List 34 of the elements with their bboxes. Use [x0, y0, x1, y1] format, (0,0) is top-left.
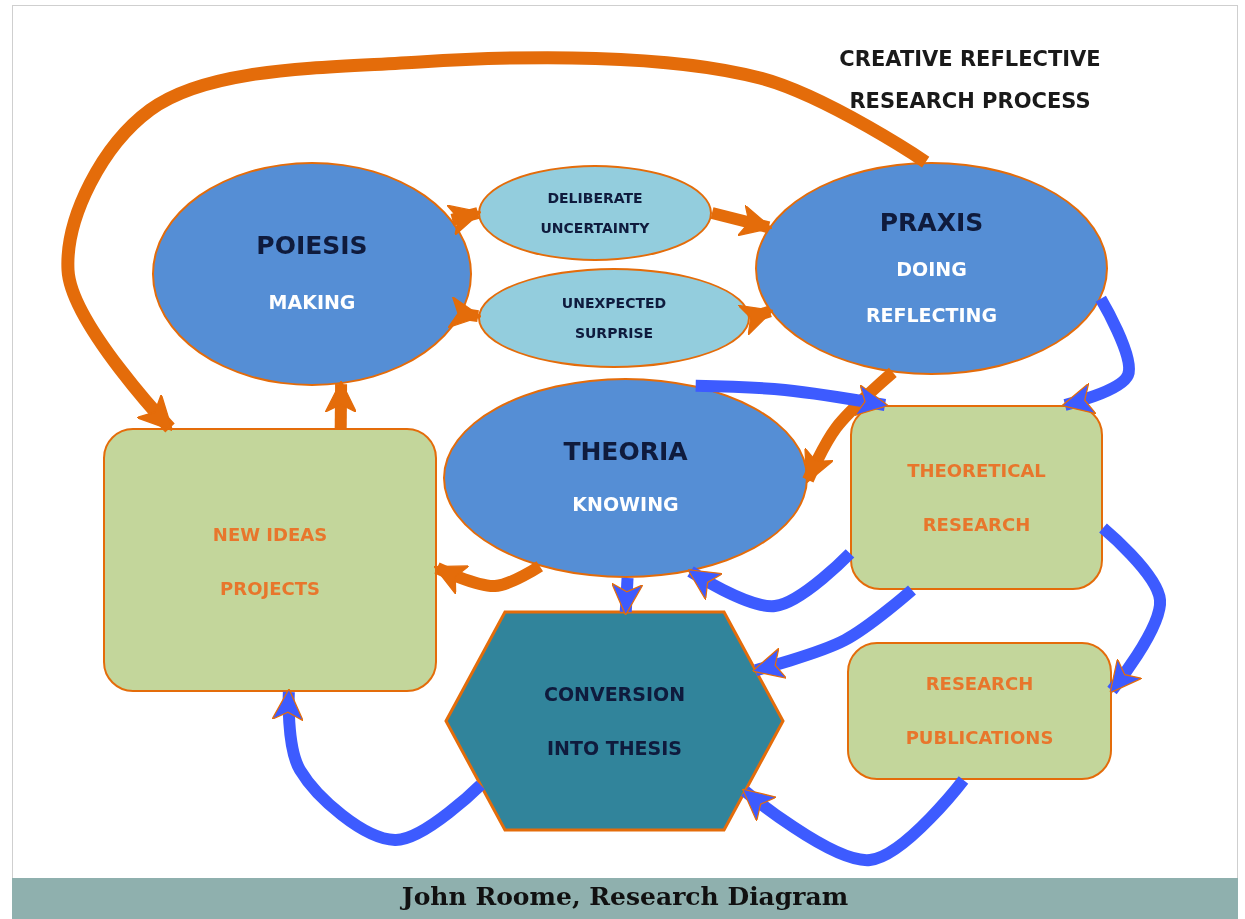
curved-arrow: [271, 688, 485, 846]
curved-arrow: [446, 204, 482, 236]
caption: John Roome, Research Diagram: [399, 882, 850, 911]
node-heading: PRAXIS: [879, 207, 984, 238]
curved-arrow: [447, 296, 482, 329]
node-heading: NEW IDEAS: [212, 523, 328, 547]
node-label: UNEXPECTED SURPRISE: [560, 294, 668, 343]
hexagon-node: [446, 612, 783, 830]
curved-arrow: [61, 51, 930, 433]
curved-arrow: [710, 204, 773, 237]
node-label: PROJECTS: [220, 577, 320, 601]
curved-arrow: [737, 304, 774, 336]
curved-arrow: [741, 776, 969, 866]
curved-arrow: [751, 585, 916, 679]
node-label: REFLECTING: [865, 302, 998, 328]
node-heading: POIESIS: [256, 231, 368, 261]
node-heading: THEORIA: [563, 437, 688, 467]
curved-arrow: [433, 561, 543, 595]
node-label: DELIBERATE UNCERTAINTY: [539, 189, 651, 238]
curved-arrow: [1061, 295, 1135, 415]
rounded-box: [847, 642, 1112, 780]
node-label: RESEARCH PUBLICATIONS: [904, 672, 1055, 750]
node-label: DOING: [896, 256, 967, 282]
node-label: THEORETICAL RESEARCH: [906, 458, 1047, 537]
curved-arrow: [611, 577, 644, 616]
node-label: KNOWING: [572, 492, 679, 517]
curved-arrow: [1099, 523, 1166, 695]
node-label: CONVERSION INTO THESIS: [542, 682, 687, 761]
rounded-box: [103, 428, 437, 692]
diagram-title: CREATIVE REFLECTIVE RESEARCH PROCESS: [838, 46, 1102, 115]
curved-arrow: [324, 380, 358, 429]
curved-arrow: [687, 549, 855, 612]
rounded-box: [850, 405, 1103, 590]
node-label: MAKING: [268, 290, 356, 315]
